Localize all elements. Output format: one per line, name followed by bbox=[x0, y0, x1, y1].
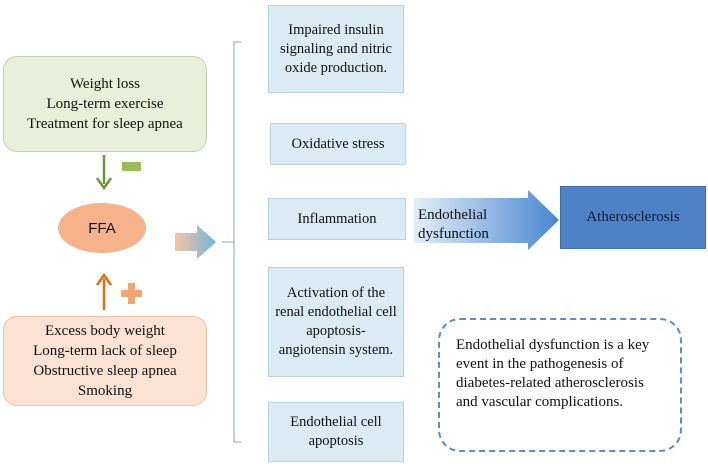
endothelial-label-line2: dysfunction bbox=[418, 226, 489, 242]
factor-weight-loss: Weight loss bbox=[69, 76, 141, 92]
endothelial-dysfunction-label: Endothelial dysfunction bbox=[418, 206, 538, 244]
bracket bbox=[233, 41, 241, 443]
factor-sleep-apnea-treatment: Treatment for sleep apnea bbox=[27, 116, 183, 132]
decreasing-factors-box: Weight loss Long-term exercise Treatment… bbox=[3, 56, 207, 152]
endothelial-label-line1: Endothelial bbox=[418, 207, 488, 223]
factor-lack-of-sleep: Long-term lack of sleep bbox=[33, 343, 177, 359]
up-arrow-icon bbox=[95, 272, 113, 310]
factor-exercise: Long-term exercise bbox=[46, 96, 164, 112]
endothelial-dysfunction-arrow bbox=[414, 190, 559, 250]
note-box: Endothelial dysfunction is a key event i… bbox=[438, 318, 682, 452]
increasing-factors-box: Excess body weight Long-term lack of sle… bbox=[3, 316, 207, 406]
factor-obstructive-sleep-apnea: Obstructive sleep apnea bbox=[33, 363, 177, 379]
factor-smoking: Smoking bbox=[77, 383, 133, 399]
ffa-node: FFA bbox=[58, 203, 146, 253]
effect-inflammation: Inflammation bbox=[268, 198, 406, 240]
factor-excess-weight: Excess body weight bbox=[45, 323, 165, 339]
effect-renal-apoptosis-angiotensin: Activation of the renal endothelial cell… bbox=[268, 267, 404, 377]
down-arrow-icon bbox=[95, 155, 113, 191]
effect-endothelial-apoptosis: Endothelial cell apoptosis bbox=[268, 402, 404, 462]
plus-icon bbox=[121, 283, 142, 304]
effect-oxidative-stress: Oxidative stress bbox=[270, 123, 406, 165]
minus-icon bbox=[122, 162, 141, 171]
atherosclerosis-box: Atherosclerosis bbox=[560, 186, 706, 249]
right-block-arrow-icon bbox=[175, 225, 216, 259]
effect-insulin-signaling: Impaired insulin signaling and nitric ox… bbox=[268, 5, 404, 93]
